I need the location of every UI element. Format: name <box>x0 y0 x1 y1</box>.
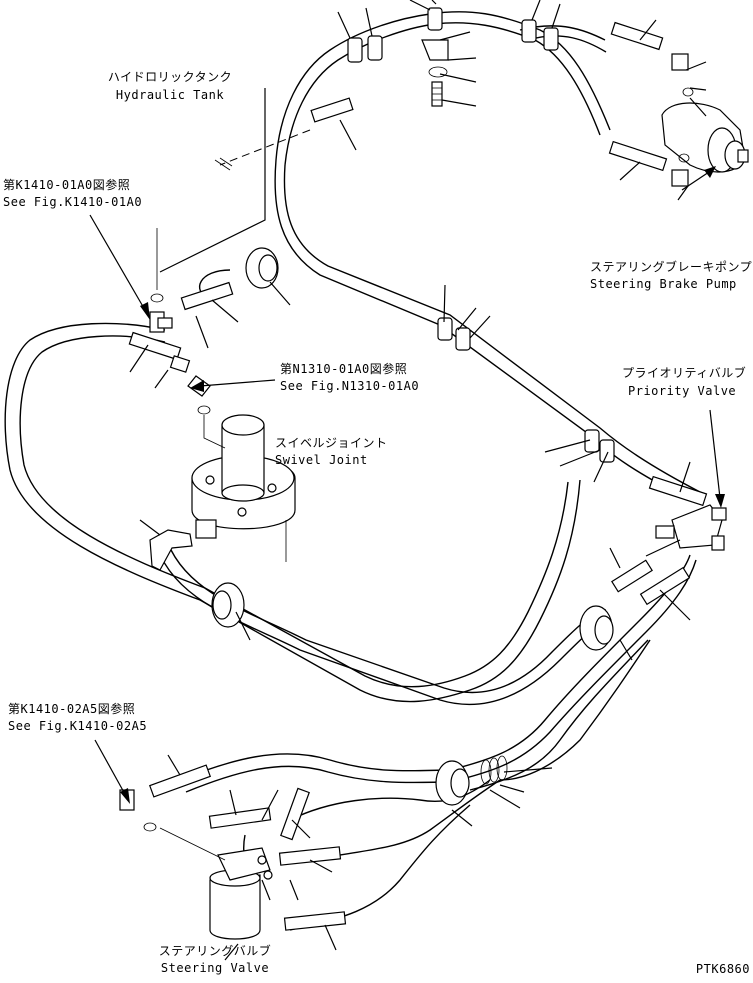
elbow-fitting-tank <box>149 311 173 333</box>
ref-k1410-02a5-jp: 第K1410-02A5図参照 <box>8 702 136 716</box>
reference-arrows <box>89 166 725 961</box>
swivel-joint-icon <box>191 405 296 562</box>
diagonal-hose-run <box>274 159 701 501</box>
callout-leaders <box>129 0 707 951</box>
ref-n1310-01a0-jp: 第N1310-01A0図参照 <box>280 362 408 376</box>
steering-brake-pump-icon <box>661 87 749 173</box>
priority-valve-label-jp: プライオリティバルブ <box>622 366 747 380</box>
grommet-right <box>579 605 614 651</box>
steering-valve-label-en: Steering Valve <box>160 961 270 975</box>
ref-k1410-01a0-en: See Fig.K1410-01A0 <box>3 195 143 209</box>
tank-callout-box <box>150 88 311 303</box>
swivel-joint-label-jp: スイベルジョイント <box>275 436 388 450</box>
priority-valve-label-en: Priority Valve <box>628 384 737 398</box>
upper-hose-run <box>275 11 611 166</box>
steering-valve-label-jp: ステアリングバルブ <box>158 944 272 958</box>
swivel-joint-label-en: Swivel Joint <box>275 453 368 467</box>
hose-end-fittings <box>119 21 708 931</box>
steering-brake-pump-label-jp: ステアリングブレーキポンプ <box>590 260 753 274</box>
steering-brake-pump-label-en: Steering Brake Pump <box>590 277 737 291</box>
grommet-top-left <box>245 247 279 289</box>
hydraulic-tank-label-jp: ハイドロリックタンク <box>107 70 233 84</box>
ref-k1410-01a0-jp: 第K1410-01A0図参照 <box>3 178 131 192</box>
hydraulic-tank-label-en: Hydraulic Tank <box>115 88 225 102</box>
grommet-bottom <box>435 755 508 806</box>
clamp-bracket <box>421 39 449 107</box>
drawing-code: PTK6860 <box>695 962 750 976</box>
ref-n1310-01a0-en: See Fig.N1310-01A0 <box>280 379 420 393</box>
grommet-mid-left <box>211 582 245 628</box>
hose-clamps <box>347 7 615 463</box>
ref-k1410-02a5-en: See Fig.K1410-02A5 <box>8 719 148 733</box>
steering-valve-icon <box>143 822 273 940</box>
priority-valve-icon <box>655 504 727 551</box>
